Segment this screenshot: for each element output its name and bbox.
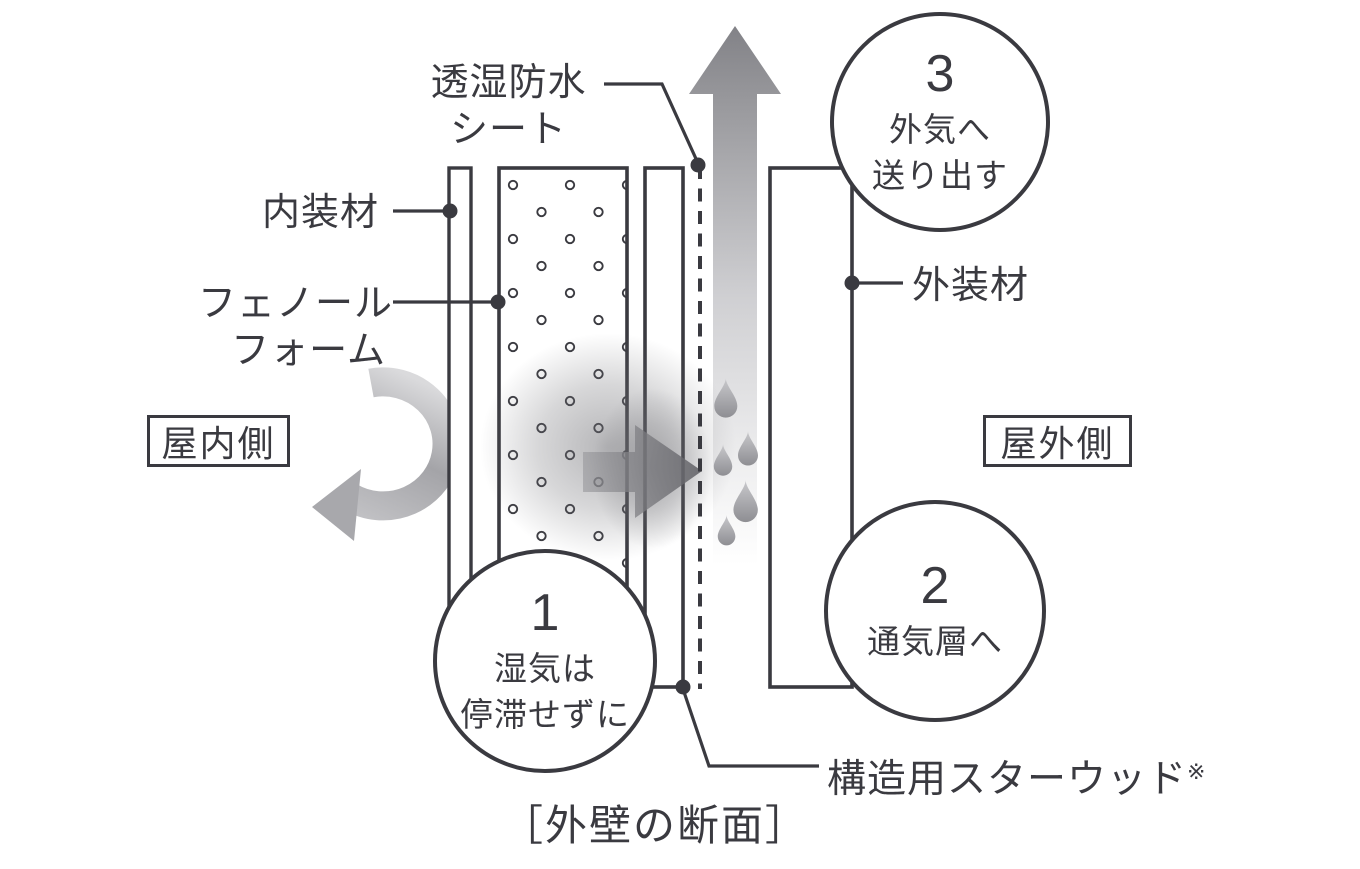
- sheet-leader-dot: [690, 157, 706, 173]
- starwood-note-mark: ※: [1187, 759, 1206, 784]
- label-phenol-foam-line2: フォーム: [231, 330, 386, 372]
- step-1-line1: 湿気は: [494, 650, 596, 688]
- step-circle-1: 1 湿気は 停滞せずに: [433, 549, 657, 773]
- outdoor-side-label: 屋外側: [1000, 423, 1115, 464]
- step-3-line1: 外気へ: [889, 111, 991, 149]
- moisture-flow-arrow: [583, 425, 702, 518]
- water-droplets: [713, 378, 758, 546]
- moisture-cloud: [480, 333, 736, 561]
- label-waterproof-sheet-line1: 透湿防水: [430, 62, 587, 104]
- figure-caption: ［外壁の断面］: [500, 802, 809, 849]
- starwood-leader-line: [681, 688, 819, 768]
- label-phenol-foam: フェノール フォーム: [198, 281, 394, 375]
- leader-lines: [393, 82, 903, 768]
- step-circle-2: 2 通気層へ: [824, 500, 1046, 722]
- interior-leader-dot: [442, 203, 458, 219]
- indoor-side-box: 屋内側: [147, 415, 290, 467]
- leader-dots: [442, 157, 860, 695]
- sheet-leader-line: [604, 82, 699, 162]
- step-3-line2: 送り出す: [872, 156, 1008, 194]
- label-structural-starwood-text: 構造用スターウッド: [827, 758, 1188, 801]
- step-3-number: 3: [925, 44, 955, 103]
- label-exterior-material: 外装材: [912, 265, 1030, 307]
- label-phenol-foam-line1: フェノール: [198, 283, 394, 325]
- exterior-leader-dot: [844, 275, 860, 291]
- label-waterproof-sheet-line2: シート: [449, 109, 567, 151]
- phenol-leader-dot: [490, 294, 506, 310]
- step-2-line1: 通気層へ: [867, 622, 1003, 660]
- step-1-number: 1: [530, 583, 560, 642]
- label-interior-material: 内装材: [262, 192, 380, 234]
- outdoor-side-box: 屋外側: [983, 415, 1132, 467]
- label-waterproof-sheet: 透湿防水 シート: [412, 60, 605, 154]
- label-structural-starwood: 構造用スターウッド※: [827, 748, 1205, 803]
- curved-return-arrow: [312, 367, 462, 541]
- indoor-side-label: 屋内側: [161, 423, 276, 464]
- step-2-number: 2: [920, 556, 950, 615]
- step-1-line2: 停滞せずに: [460, 695, 630, 733]
- up-exhaust-arrow: [689, 26, 781, 565]
- starwood-leader-dot: [675, 679, 691, 695]
- step-circle-3: 3 外気へ 送り出す: [830, 12, 1050, 232]
